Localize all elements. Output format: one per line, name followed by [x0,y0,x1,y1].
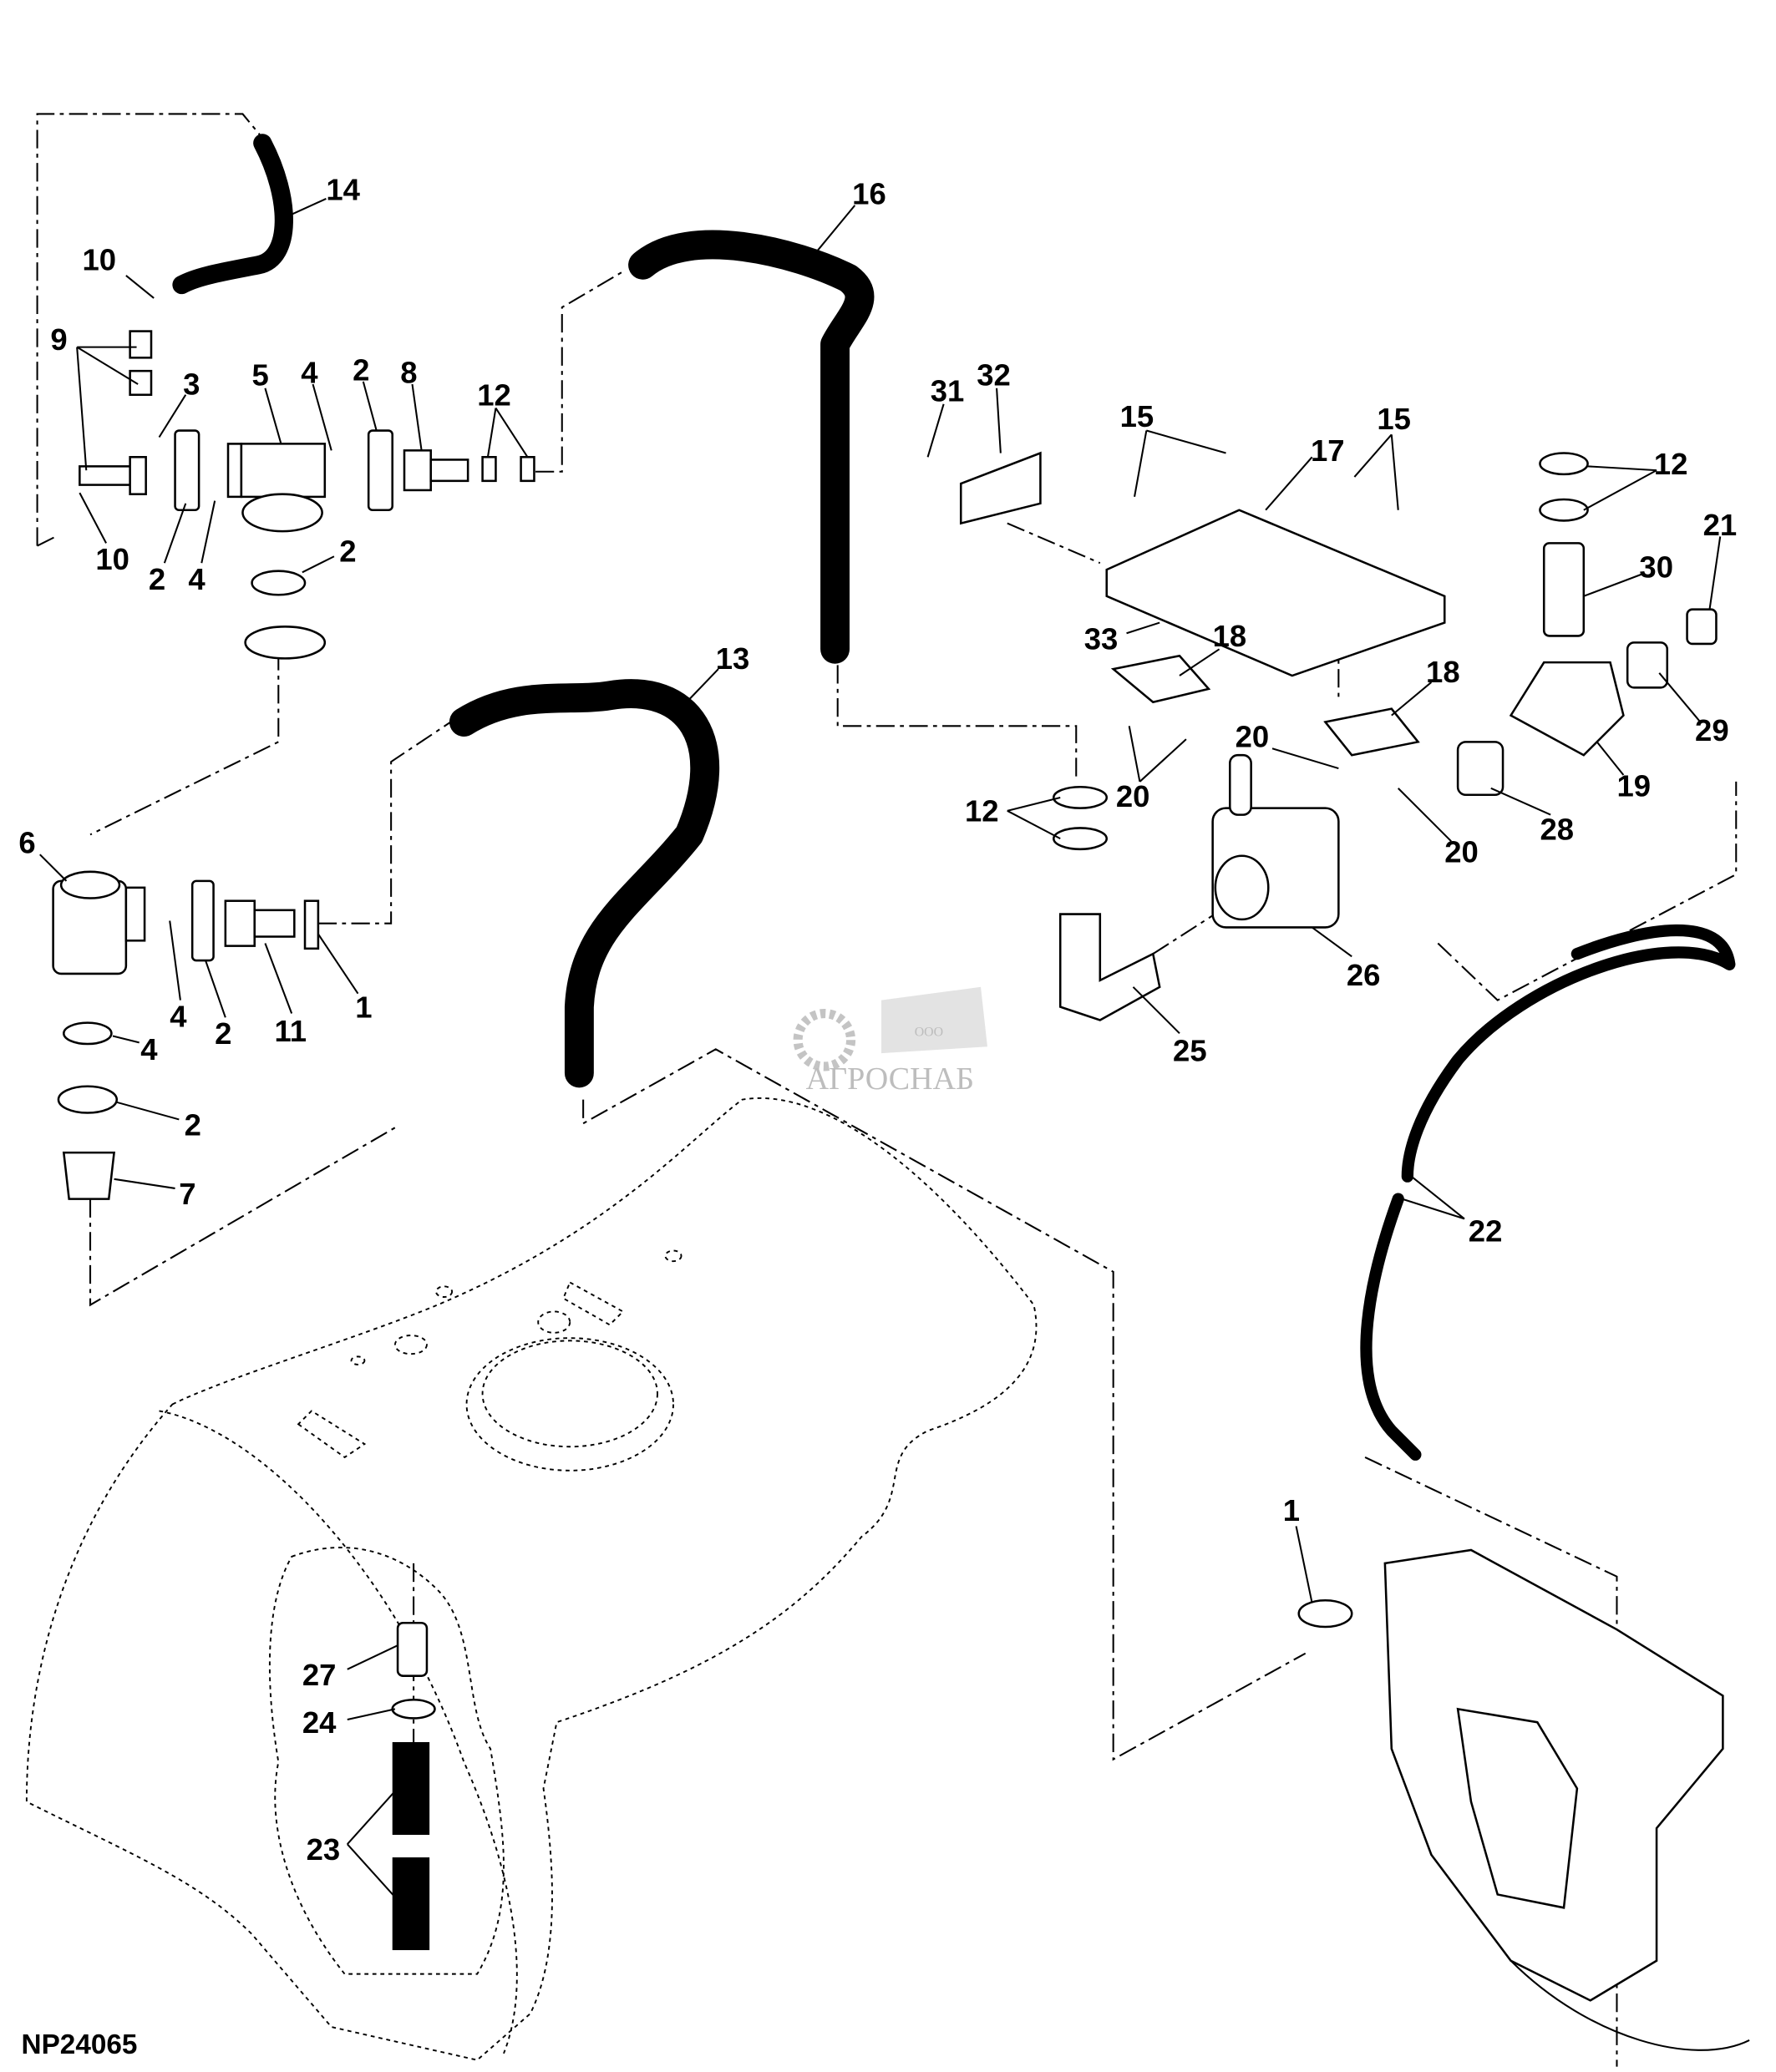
callout-4: 4 [170,999,187,1033]
callout-6: 6 [18,826,35,860]
callout-25: 25 [1173,1034,1207,1068]
callout-10: 10 [83,243,117,277]
callout-16: 16 [852,176,886,210]
callout-9: 9 [50,322,67,357]
callout-18: 18 [1213,619,1247,653]
watermark-prefix: ООО [915,1025,943,1039]
callout-12: 12 [477,377,511,412]
callout-13: 13 [716,641,750,676]
callout-24: 24 [302,1705,337,1740]
callout-7: 7 [179,1177,195,1211]
callout-14: 14 [326,173,360,207]
callout-31: 31 [931,374,965,408]
callout-30: 30 [1639,550,1673,585]
callout-2: 2 [353,352,369,387]
figure-code: NP24065 [22,2029,138,2060]
callout-33: 33 [1084,621,1119,656]
callout-17: 17 [1311,433,1345,468]
callout-20: 20 [1116,779,1150,813]
callout-28: 28 [1540,813,1574,847]
callout-18: 18 [1426,655,1460,689]
callout-20: 20 [1236,720,1270,754]
callout-4: 4 [140,1032,158,1066]
callout-10: 10 [95,542,129,576]
callout-4: 4 [188,562,206,596]
callout-2: 2 [215,1016,231,1051]
callout-8: 8 [400,355,417,389]
hose-22b [1360,1193,1422,1461]
callout-12: 12 [965,794,999,828]
callout-5: 5 [252,358,269,393]
callout-3: 3 [183,367,200,402]
hose-14 [172,134,293,295]
callout-1: 1 [355,990,372,1024]
callout-27: 27 [302,1658,337,1692]
callout-20: 20 [1444,835,1479,869]
callout-22: 22 [1469,1213,1503,1248]
callout-15: 15 [1377,402,1411,436]
callout-32: 32 [977,358,1011,393]
callout-26: 26 [1347,958,1381,992]
callout-11: 11 [275,1014,307,1048]
callout-19: 19 [1616,768,1651,803]
hoses [172,134,1736,1951]
hose-13 [449,679,720,1088]
callout-2: 2 [185,1107,201,1142]
callout-1: 1 [1283,1493,1300,1527]
callout-23: 23 [307,1832,341,1867]
fittings [52,330,1750,2051]
callout-15: 15 [1120,399,1154,433]
leader-lines [39,198,1722,1898]
callout-12: 12 [1654,447,1688,481]
tank-outline [25,1097,1038,2061]
hose-22a [1401,924,1736,1183]
callout-4: 4 [301,355,318,389]
callout-29: 29 [1695,713,1729,747]
callout-2: 2 [149,562,165,596]
hose-23a [392,1742,430,1836]
callout-21: 21 [1703,508,1738,542]
hose-16 [628,230,875,664]
hose-23b [392,1857,430,1951]
watermark-brand: АГРОСНАБ [806,1061,974,1097]
callout-2: 2 [339,534,356,569]
watermark-logo: ООО АГРОСНАБ [793,986,987,1097]
